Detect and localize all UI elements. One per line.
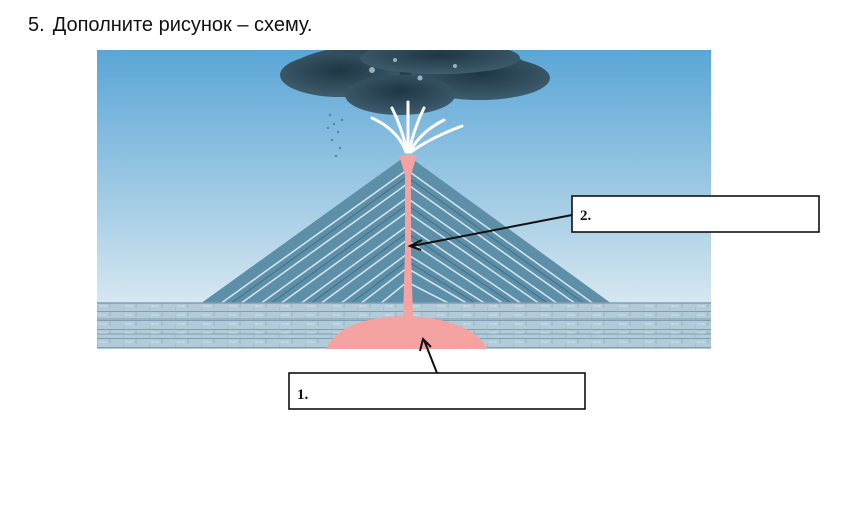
label-box-1[interactable]: 1. — [288, 372, 586, 410]
arrow-to-vent — [411, 214, 573, 247]
task-title: 5. Дополните рисунок – схему. — [28, 14, 312, 37]
magma-chamber — [326, 316, 488, 349]
label-box-2[interactable]: 2. — [571, 195, 820, 233]
volcano-picture — [97, 50, 711, 349]
arrow-head-chamber — [419, 337, 432, 352]
label-arrows — [407, 214, 573, 374]
arrow-to-chamber — [423, 339, 438, 374]
label-number-1: 1. — [297, 387, 309, 403]
arrow-head-vent — [407, 239, 423, 251]
task-number: 5. — [28, 14, 45, 36]
ash-cloud — [280, 50, 550, 115]
task-text: Дополните рисунок – схему. — [52, 14, 313, 36]
volcanic-vent — [399, 155, 417, 318]
eruption-jets — [370, 100, 464, 154]
label-number-2: 2. — [580, 208, 592, 224]
ash-fall — [326, 113, 344, 158]
